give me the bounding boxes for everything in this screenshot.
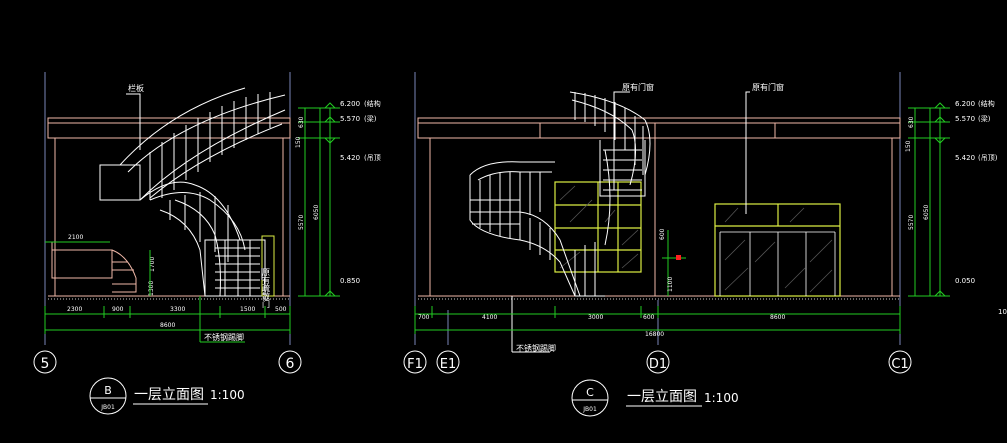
title-b-scale: 1:100 xyxy=(210,388,245,402)
vdims-c xyxy=(908,102,950,297)
marker-dot xyxy=(676,255,681,260)
level-c-4: 0.050 xyxy=(955,277,975,285)
annot-railing: 栏板 xyxy=(128,83,144,93)
level-b-3: 5.420 xyxy=(340,154,360,162)
svg-text:6: 6 xyxy=(286,356,295,372)
annot-skirting-c: 不锈钢踢脚 xyxy=(516,343,556,353)
beam-c xyxy=(417,117,901,296)
title-c-scale: 1:100 xyxy=(704,391,739,405)
leaders-c xyxy=(511,91,750,353)
hdim-b-3: 3300 xyxy=(170,306,185,313)
spiral-stair-b xyxy=(99,87,286,297)
window-glass-c xyxy=(719,231,836,296)
grid-c-d1: D1 xyxy=(646,350,670,374)
annot-window-2: 原有门窗 xyxy=(752,82,784,92)
small-stair-b xyxy=(51,242,137,293)
annot-skirting-b: 不锈钢踢脚 xyxy=(204,332,244,342)
svg-text:5: 5 xyxy=(41,356,50,372)
hdim-c-5: 8600 xyxy=(770,314,785,321)
beam-b xyxy=(47,117,291,296)
vdim-c-a: 630 xyxy=(908,116,915,128)
title-c-text: 一层立面图 xyxy=(627,389,697,405)
svg-text:B: B xyxy=(104,384,112,397)
svg-text:JB01: JB01 xyxy=(100,404,115,411)
edge-text: 10 xyxy=(998,308,1007,316)
vdim-b-a: 630 xyxy=(298,116,305,128)
hdim-b-5: 500 xyxy=(275,306,287,313)
level-b-2: 5.570 xyxy=(340,115,360,123)
level-c-2-note: (梁) xyxy=(978,114,991,123)
vdim-b-b: 150 xyxy=(295,136,302,148)
hdim-b-2: 900 xyxy=(112,306,124,313)
level-b-4: 0.850 xyxy=(340,277,360,285)
svg-text:C: C xyxy=(586,386,594,399)
level-b-1: 6.200 xyxy=(340,100,360,108)
hdim-c-1: 700 xyxy=(418,314,430,321)
hdim-b-1: 2300 xyxy=(67,306,82,313)
svg-text:JB01: JB01 xyxy=(582,406,597,413)
dim-1100-c: 1100 xyxy=(667,277,674,292)
svg-text:E1: E1 xyxy=(440,357,457,372)
hdims-b xyxy=(44,296,291,343)
svg-text:D1: D1 xyxy=(649,357,667,372)
annot-window-1: 原有门窗 xyxy=(622,82,654,92)
level-c-2: 5.570 xyxy=(955,115,975,123)
level-c-1-note: (结构 xyxy=(978,99,995,108)
level-c-3-note: (吊顶) xyxy=(978,154,998,162)
window-frame-c xyxy=(714,203,841,297)
level-b-1-note: (结构 xyxy=(364,99,381,108)
vdims-b xyxy=(298,102,340,297)
title-b-text: 一层立面图 xyxy=(134,387,204,403)
hdim-c-3: 3000 xyxy=(588,314,603,321)
title-b: B JB01 一层立面图 1:100 xyxy=(89,377,245,415)
dim-1300: 1300 xyxy=(148,281,155,296)
vdim-b-c: 5570 xyxy=(298,215,305,230)
hdim-b-4: 1500 xyxy=(240,306,255,313)
vdim-c-b: 150 xyxy=(905,140,912,152)
hdims-c xyxy=(414,306,901,334)
grid-c-f1: F1 xyxy=(403,350,427,374)
grid-c-c1: C1 xyxy=(888,350,912,374)
elevation-b: 栏板 原有疏散门 2100 1700 1300 2300 900 3300 15… xyxy=(33,72,381,415)
hdim-c-2: 4100 xyxy=(482,314,497,321)
grid-c-e1: E1 xyxy=(436,350,460,374)
dim-1700: 1700 xyxy=(149,257,156,272)
vdim-c-c: 5570 xyxy=(908,215,915,230)
title-c: C JB01 一层立面图 1:100 xyxy=(571,379,739,417)
level-b-3-note: (吊顶 xyxy=(364,154,381,162)
hdim-c-4: 600 xyxy=(643,314,655,321)
level-c-1: 6.200 xyxy=(955,100,975,108)
leaders-b xyxy=(45,93,263,280)
annot-door-b: 原有疏散门 xyxy=(262,268,271,309)
svg-text:F1: F1 xyxy=(407,357,423,372)
grid-b-5: 5 xyxy=(33,350,57,374)
spiral-stair-c xyxy=(469,91,651,297)
hdim-c-total: 16800 xyxy=(645,331,664,338)
grid-b-6: 6 xyxy=(278,350,302,374)
svg-text:C1: C1 xyxy=(891,357,908,372)
hdim-b-total: 8600 xyxy=(160,322,175,329)
dim-600-c: 600 xyxy=(659,228,666,240)
level-c-3: 5.420 xyxy=(955,154,975,162)
vdim-c-d: 6050 xyxy=(923,205,930,220)
vdim-b-d: 6050 xyxy=(313,205,320,220)
elevation-c: 原有门窗 原有门窗 不锈钢踢脚 600 1100 700 4100 3000 6… xyxy=(403,72,1007,417)
level-b-2-note: (梁) xyxy=(364,114,377,123)
dim-2100: 2100 xyxy=(68,234,83,241)
glass-panel-c xyxy=(554,181,642,273)
